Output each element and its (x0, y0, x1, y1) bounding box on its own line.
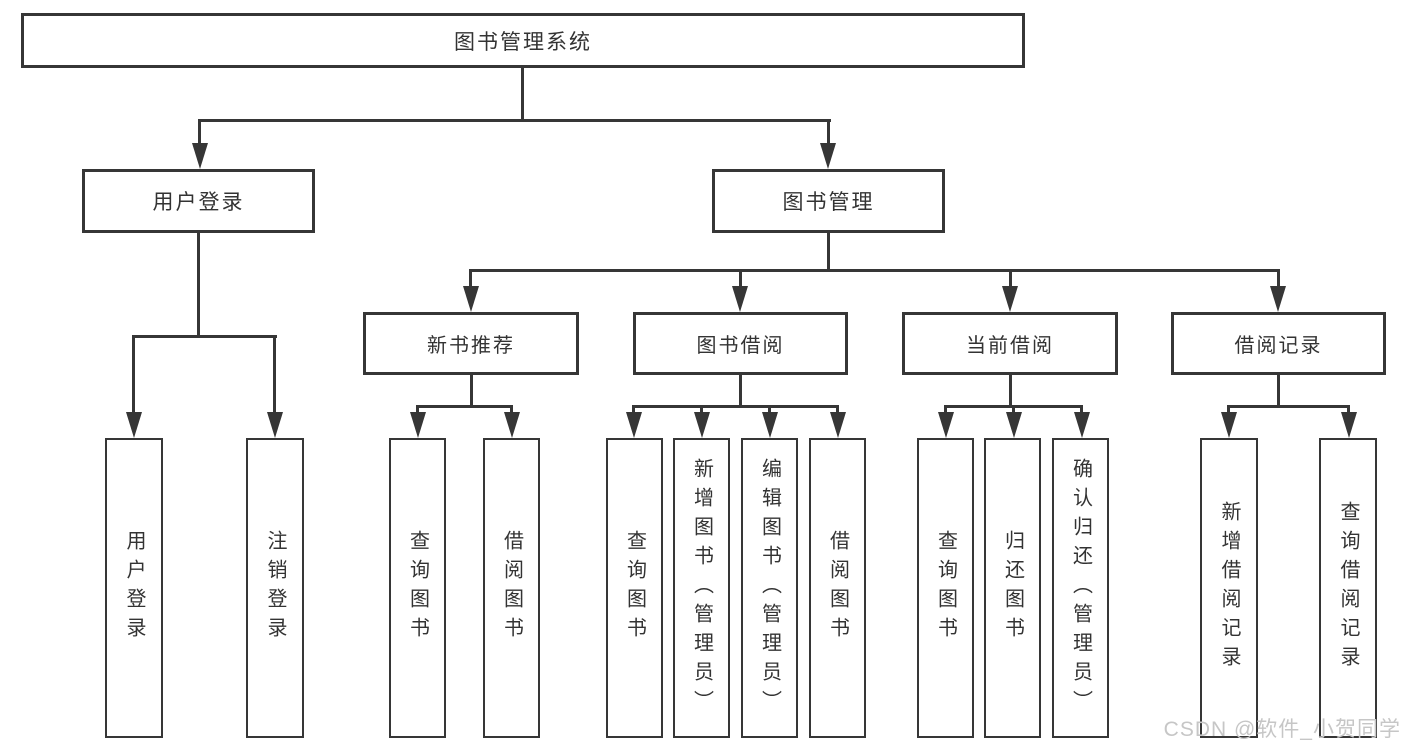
leaf-borrow-edit-books-admin-label: 编辑图书（管理员） (758, 457, 781, 719)
connector-drop-user-login-leaf (132, 335, 135, 416)
connector-g2-stem (1009, 375, 1012, 407)
arrow-down-icon (694, 412, 710, 438)
leaf-newbook-borrow-books: 借阅图书 (483, 438, 540, 738)
connector-root-stem (521, 68, 524, 122)
connector-drop-logout-leaf (273, 335, 276, 416)
leaf-current-return-books: 归还图书 (984, 438, 1041, 738)
leaf-records-query-record-label: 查询借阅记录 (1337, 501, 1359, 675)
leaf-records-add-record: 新增借阅记录 (1200, 438, 1258, 738)
leaf-borrow-query-books: 查询图书 (606, 438, 663, 738)
connector-g1-drop1 (632, 405, 635, 416)
leaf-borrow-query-books-label: 查询图书 (623, 530, 646, 646)
node-borrow-records: 借阅记录 (1171, 312, 1386, 375)
connector-g0-drop1 (416, 405, 419, 416)
connector-drop-bookborrow (739, 269, 742, 292)
leaf-current-confirm-return-admin-label: 确认归还（管理员） (1069, 457, 1092, 719)
connector-drop-user (198, 119, 201, 149)
arrow-down-icon (732, 286, 748, 312)
leaf-current-return-books-label: 归还图书 (1001, 530, 1024, 646)
node-book-borrow: 图书借阅 (633, 312, 848, 375)
leaf-borrow-borrow-books: 借阅图书 (809, 438, 866, 738)
node-user-login-branch: 用户登录 (82, 169, 315, 233)
arrow-down-icon (938, 412, 954, 438)
connector-g3-drop2 (1347, 405, 1350, 416)
connector-g0-stem (470, 375, 473, 407)
node-root: 图书管理系统 (21, 13, 1025, 68)
arrow-down-icon (1270, 286, 1286, 312)
connector-g0-drop2 (510, 405, 513, 416)
node-new-book-recommend: 新书推荐 (363, 312, 579, 375)
connector-g3-stem (1277, 375, 1280, 407)
node-current-borrow: 当前借阅 (902, 312, 1118, 375)
node-root-label: 图书管理系统 (454, 30, 592, 54)
connector-user-stem (197, 233, 200, 337)
arrow-down-icon (1221, 412, 1237, 438)
leaf-logout: 注销登录 (246, 438, 304, 738)
connector-drop-book (827, 119, 830, 149)
arrow-down-icon (1341, 412, 1357, 438)
node-user-login-branch-label: 用户登录 (152, 191, 245, 214)
connector-g2-drop2 (1012, 405, 1015, 416)
leaf-borrow-borrow-books-label: 借阅图书 (826, 530, 849, 646)
leaf-logout-label: 注销登录 (264, 530, 286, 646)
leaf-newbook-borrow-books-label: 借阅图书 (500, 530, 523, 646)
connector-g3-hline (1227, 405, 1350, 408)
leaf-current-query-books-label: 查询图书 (934, 530, 957, 646)
connector-book-hline (470, 269, 1280, 272)
leaf-user-login: 用户登录 (105, 438, 163, 738)
arrow-down-icon (1006, 412, 1022, 438)
node-new-book-recommend-label: 新书推荐 (427, 335, 515, 357)
node-book-management: 图书管理 (712, 169, 945, 233)
arrow-down-icon (820, 143, 836, 169)
arrow-down-icon (504, 412, 520, 438)
arrow-down-icon (762, 412, 778, 438)
connector-g1-stem (739, 375, 742, 407)
node-current-borrow-label: 当前借阅 (966, 335, 1054, 357)
node-book-borrow-label: 图书借阅 (696, 335, 785, 357)
connector-drop-currentborrow (1009, 269, 1012, 292)
leaf-records-add-record-label: 新增借阅记录 (1218, 501, 1240, 675)
leaf-borrow-add-books-admin: 新增图书（管理员） (673, 438, 730, 738)
connector-g1-drop3 (768, 405, 771, 416)
connector-g1-drop2 (700, 405, 703, 416)
connector-g1-hline (632, 405, 839, 408)
connector-g2-drop1 (944, 405, 947, 416)
arrow-down-icon (830, 412, 846, 438)
connector-user-hline (132, 335, 277, 338)
arrow-down-icon (410, 412, 426, 438)
arrow-down-icon (463, 286, 479, 312)
leaf-newbook-query-books: 查询图书 (389, 438, 446, 738)
leaf-current-confirm-return-admin: 确认归还（管理员） (1052, 438, 1109, 738)
connector-book-stem (827, 233, 830, 271)
arrow-down-icon (192, 143, 208, 169)
arrow-down-icon (267, 412, 283, 438)
arrow-down-icon (126, 412, 142, 438)
leaf-current-query-books: 查询图书 (917, 438, 974, 738)
connector-g1-drop4 (836, 405, 839, 416)
arrow-down-icon (1002, 286, 1018, 312)
leaf-newbook-query-books-label: 查询图书 (406, 530, 429, 646)
connector-drop-borrowrecords (1277, 269, 1280, 292)
leaf-user-login-label: 用户登录 (123, 530, 145, 646)
connector-root-hline (198, 119, 831, 122)
leaf-borrow-edit-books-admin: 编辑图书（管理员） (741, 438, 798, 738)
leaf-borrow-add-books-admin-label: 新增图书（管理员） (690, 457, 713, 719)
connector-g3-drop1 (1227, 405, 1230, 416)
leaf-records-query-record: 查询借阅记录 (1319, 438, 1377, 738)
arrow-down-icon (626, 412, 642, 438)
connector-drop-newbook (469, 269, 472, 292)
node-borrow-records-label: 借阅记录 (1234, 335, 1323, 357)
connector-g0-hline (416, 405, 513, 408)
arrow-down-icon (1074, 412, 1090, 438)
connector-g2-drop3 (1080, 405, 1083, 416)
node-book-management-label: 图书管理 (782, 191, 875, 214)
csdn-watermark: CSDN @软件_小贺同学 (1163, 718, 1401, 741)
